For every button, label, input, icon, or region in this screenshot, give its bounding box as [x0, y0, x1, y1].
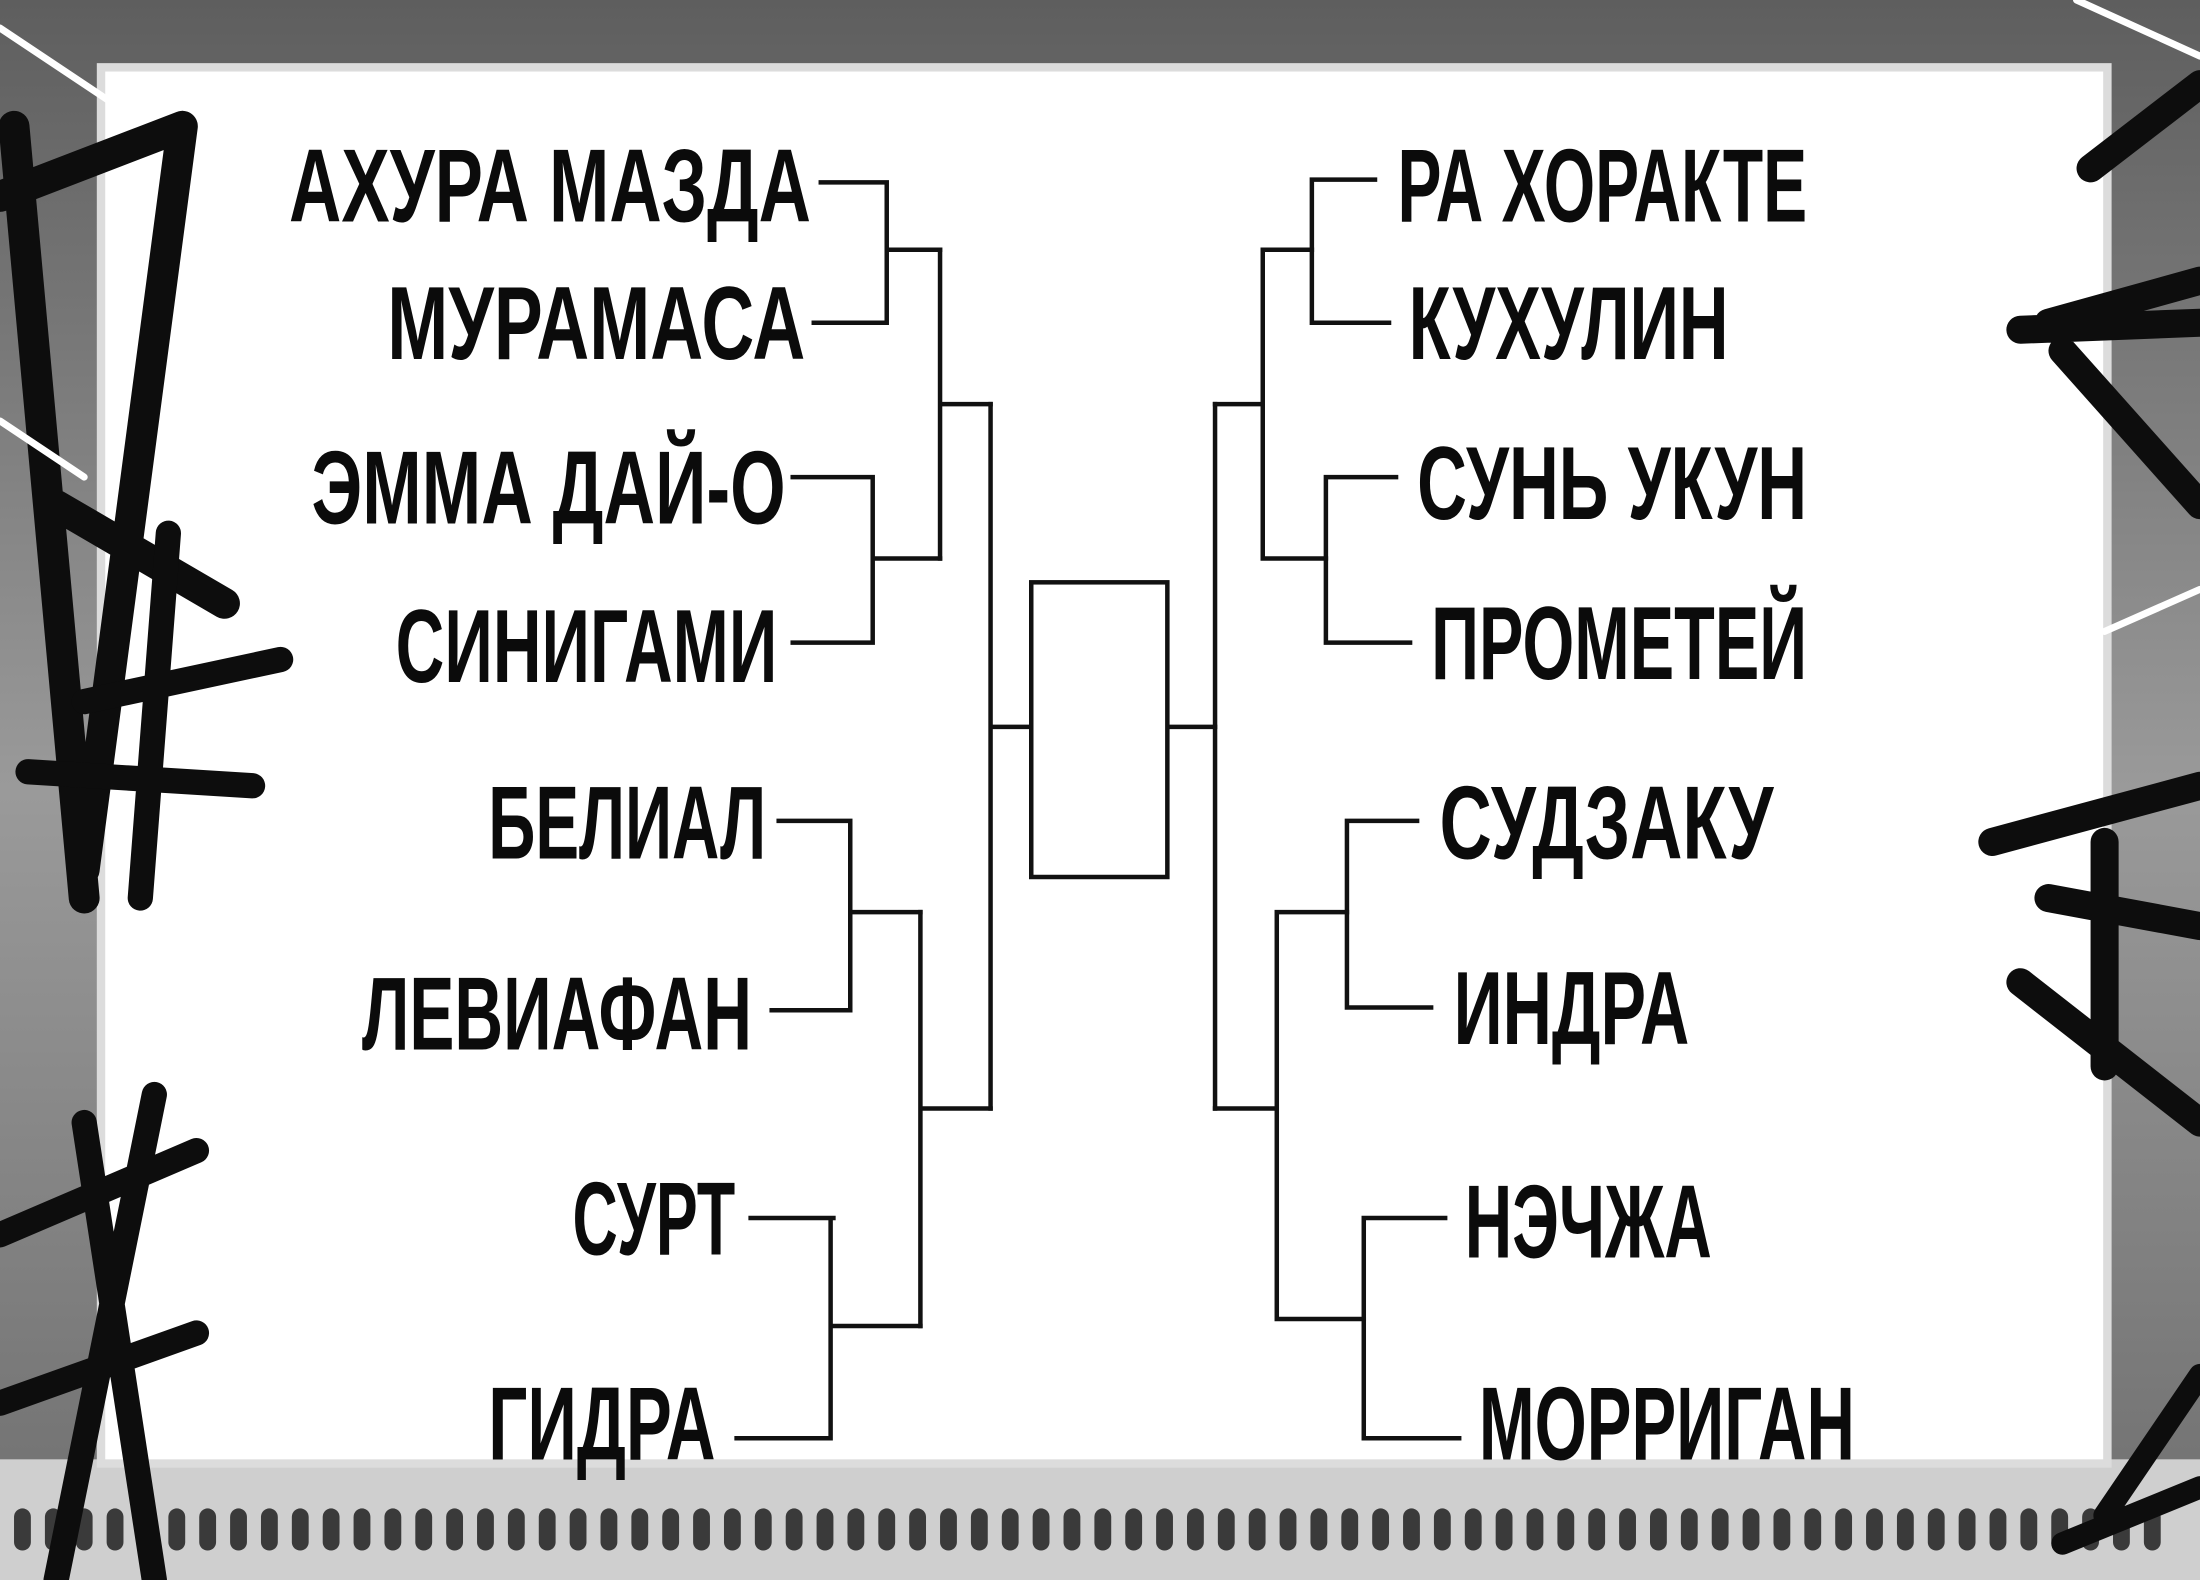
arena-arch — [477, 1508, 494, 1551]
arena-arch — [1156, 1508, 1173, 1551]
arena-arch — [1526, 1508, 1544, 1551]
arena-arch — [415, 1508, 433, 1551]
entrant-left-5: БЕЛИАЛ — [488, 766, 766, 882]
entrant-right-2: КУХУЛИН — [1409, 266, 1729, 382]
arena-arch — [723, 1508, 741, 1551]
arena-arch — [353, 1508, 371, 1551]
arena-arch — [785, 1508, 803, 1551]
arena-arch — [1650, 1508, 1667, 1551]
arena-arch — [168, 1508, 186, 1551]
arena-arch — [1310, 1508, 1328, 1551]
arena-arch — [1711, 1508, 1729, 1551]
arena-arch — [2020, 1508, 2038, 1551]
arena-arch — [1279, 1508, 1297, 1551]
arena-arch — [1464, 1508, 1482, 1551]
arena-arch — [1341, 1508, 1359, 1551]
entrant-right-4: ПРОМЕТЕЙ — [1431, 585, 1807, 702]
arena-arch — [1958, 1508, 1976, 1551]
arena-arch — [600, 1508, 618, 1551]
arena-arch — [1372, 1508, 1390, 1551]
arena-arch — [1094, 1508, 1112, 1551]
arena-arch — [662, 1508, 680, 1551]
arena-arch — [940, 1508, 957, 1551]
arena-arch — [1217, 1508, 1235, 1551]
entrant-right-7: НЭЧЖА — [1465, 1164, 1712, 1280]
arena-arch — [693, 1508, 710, 1551]
arena-arch — [507, 1508, 525, 1551]
arena-arch — [1125, 1508, 1143, 1551]
entrant-right-5: СУДЗАКУ — [1440, 766, 1775, 882]
arena-arch — [1742, 1508, 1760, 1551]
entrant-left-3: ЭММА ДАЙ-О — [311, 429, 785, 546]
arena-arch — [1063, 1508, 1081, 1551]
arena-arch — [1495, 1508, 1513, 1551]
arena-arch — [1773, 1508, 1791, 1551]
arena-arch — [1680, 1508, 1698, 1551]
arena-arch — [1927, 1508, 1945, 1551]
arena-arch — [847, 1508, 865, 1551]
entrant-right-3: СУНЬ УКУН — [1417, 426, 1807, 542]
arena-arch — [446, 1508, 464, 1551]
arena-arch — [878, 1508, 896, 1551]
bracket-lines — [734, 177, 1462, 1441]
arena-arch — [631, 1508, 649, 1551]
arena-arch — [1032, 1508, 1050, 1551]
arena-arch — [970, 1508, 988, 1551]
entrant-left-2: МУРАМАСА — [387, 266, 805, 382]
arena-arch — [1588, 1508, 1606, 1551]
arena-arch — [1866, 1508, 1883, 1551]
entrant-left-6: ЛЕВИАФАН — [362, 957, 752, 1073]
arena-arches — [0, 1459, 2200, 1580]
entrant-left-8: ГИДРА — [488, 1366, 715, 1482]
left-bracket-names: АХУРА МАЗДА МУРАМАСА ЭММА ДАЙ-О СИНИГАМИ… — [289, 129, 811, 1483]
arena-arch — [1433, 1508, 1451, 1551]
arena-arch — [1619, 1508, 1636, 1551]
arena-arch — [538, 1508, 556, 1551]
entrant-left-1: АХУРА МАЗДА — [289, 129, 811, 245]
right-bracket-names: РА ХОРАКТЕ КУХУЛИН СУНЬ УКУН ПРОМЕТЕЙ СУ… — [1397, 129, 1854, 1483]
arena-arch — [260, 1508, 278, 1551]
entrant-left-4: СИНИГАМИ — [396, 589, 778, 705]
entrant-right-1: РА ХОРАКТЕ — [1397, 129, 1807, 245]
arena-arch — [754, 1508, 772, 1551]
entrant-left-7: СУРТ — [572, 1161, 735, 1277]
champion-box — [1029, 580, 1170, 880]
arena-arch — [1186, 1508, 1204, 1551]
arena-arch — [1989, 1508, 2007, 1551]
arena-arch — [1896, 1508, 1914, 1551]
entrant-right-6: ИНДРА — [1454, 951, 1690, 1067]
arena-arch — [569, 1508, 587, 1551]
arena-arch — [1403, 1508, 1420, 1551]
arena-arch — [1835, 1508, 1853, 1551]
arena-arch — [816, 1508, 834, 1551]
entrant-right-8: МОРРИГАН — [1479, 1366, 1855, 1482]
arena-arch — [909, 1508, 927, 1551]
arena-arch — [14, 1508, 31, 1551]
arena-arch — [1804, 1508, 1822, 1551]
arena-arch — [1248, 1508, 1266, 1551]
arena-arch — [291, 1508, 309, 1551]
arena-arch — [1001, 1508, 1019, 1551]
arena-arch — [322, 1508, 340, 1551]
arena-arch — [199, 1508, 217, 1551]
arena-arch — [230, 1508, 247, 1551]
arena-arch — [384, 1508, 402, 1551]
arena-arch — [106, 1508, 124, 1551]
arena-arch — [1557, 1508, 1575, 1551]
